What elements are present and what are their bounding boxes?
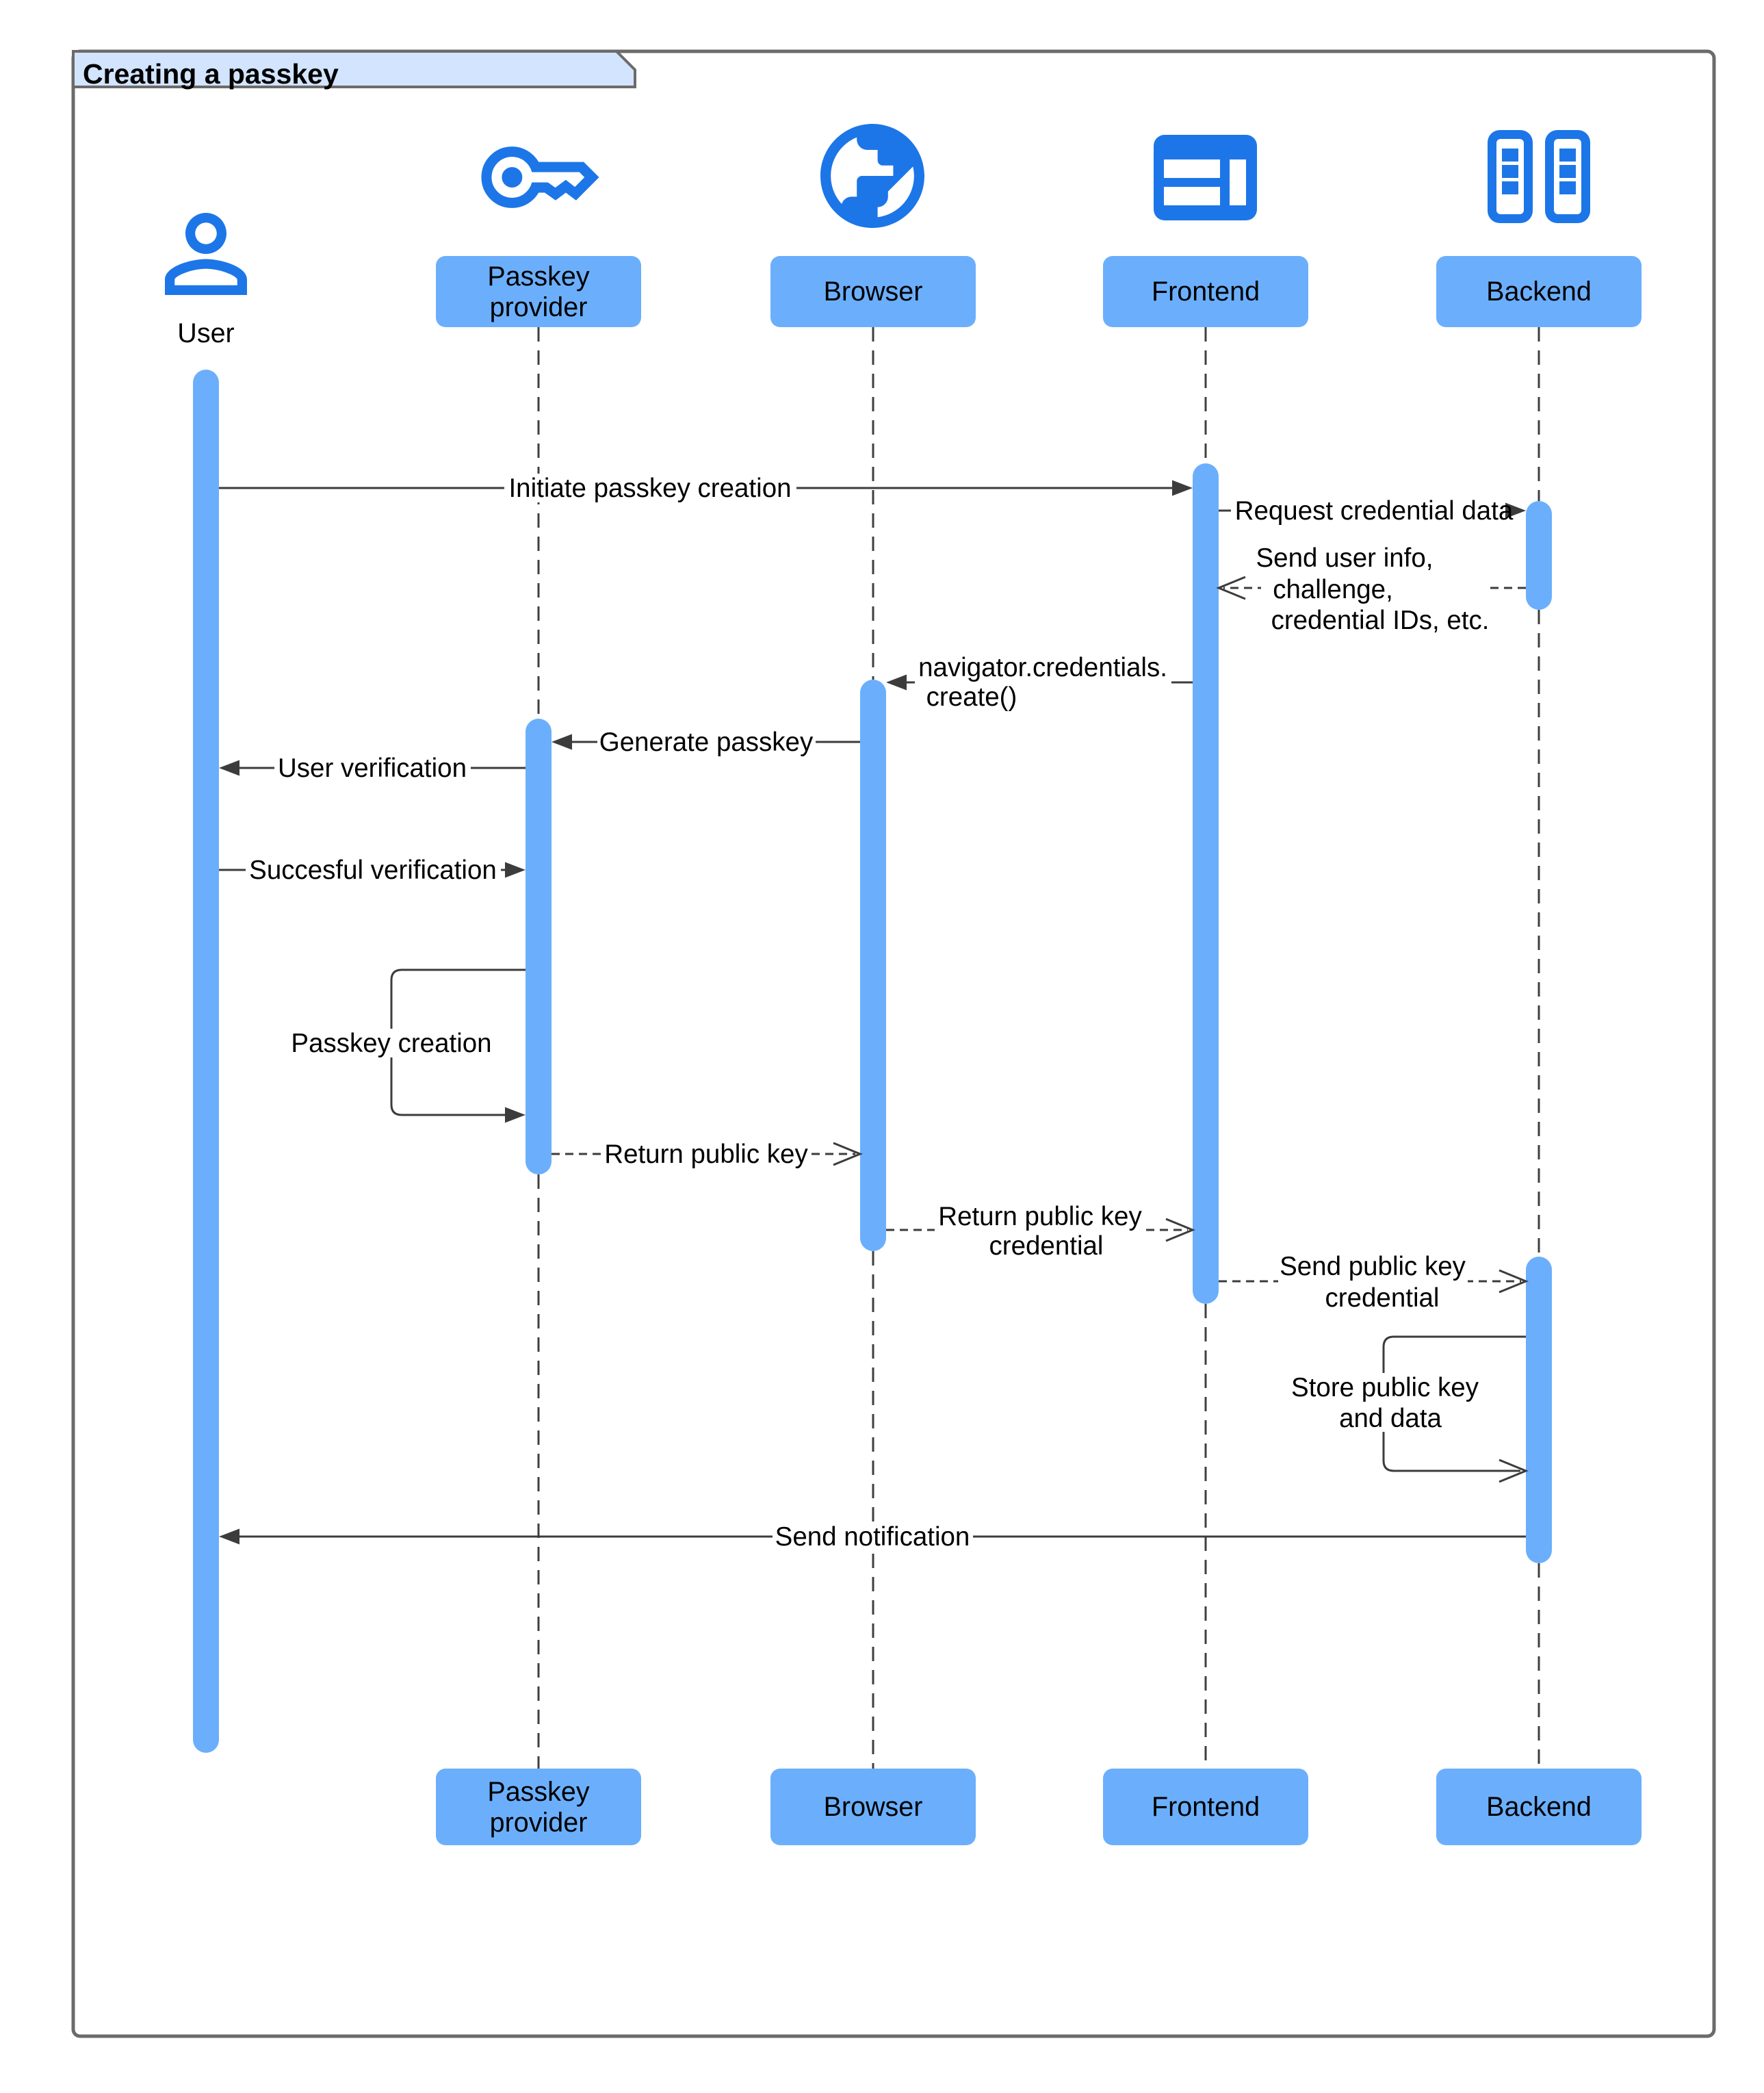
- svg-text:Frontend: Frontend: [1152, 277, 1260, 307]
- svg-text:Passkey: Passkey: [487, 261, 590, 292]
- svg-text:and data: and data: [1339, 1404, 1442, 1433]
- svg-text:credential: credential: [1325, 1283, 1440, 1313]
- svg-text:Passkey: Passkey: [487, 1777, 590, 1807]
- svg-text:Send notification: Send notification: [775, 1522, 970, 1552]
- svg-text:Generate passkey: Generate passkey: [599, 728, 814, 757]
- svg-text:provider: provider: [490, 1808, 588, 1838]
- svg-text:provider: provider: [490, 292, 588, 322]
- svg-text:Frontend: Frontend: [1152, 1792, 1260, 1822]
- svg-text:challenge,: challenge,: [1273, 575, 1393, 604]
- svg-text:User verification: User verification: [278, 754, 467, 783]
- svg-text:Return public key: Return public key: [604, 1140, 808, 1169]
- svg-text:Send user info,: Send user info,: [1256, 543, 1434, 573]
- svg-text:Creating a passkey: Creating a passkey: [83, 58, 339, 90]
- svg-text:Send public key: Send public key: [1280, 1252, 1466, 1281]
- svg-text:Browser: Browser: [824, 277, 923, 307]
- svg-text:Store public key: Store public key: [1291, 1373, 1479, 1402]
- svg-text:Initiate passkey creation: Initiate passkey creation: [508, 474, 791, 503]
- svg-text:navigator.credentials.: navigator.credentials.: [918, 653, 1167, 682]
- svg-text:Backend: Backend: [1486, 1792, 1592, 1822]
- svg-text:credential IDs, etc.: credential IDs, etc.: [1271, 606, 1490, 635]
- svg-text:Request credential data: Request credential data: [1235, 496, 1514, 526]
- svg-text:credential: credential: [989, 1231, 1104, 1261]
- svg-text:Browser: Browser: [824, 1792, 923, 1822]
- svg-text:create(): create(): [926, 682, 1017, 712]
- svg-text:Backend: Backend: [1486, 277, 1592, 307]
- svg-text:User: User: [177, 318, 234, 348]
- svg-text:Succesful verification: Succesful verification: [249, 856, 497, 885]
- svg-text:Return public key: Return public key: [938, 1202, 1142, 1231]
- svg-text:Passkey creation: Passkey creation: [291, 1029, 491, 1058]
